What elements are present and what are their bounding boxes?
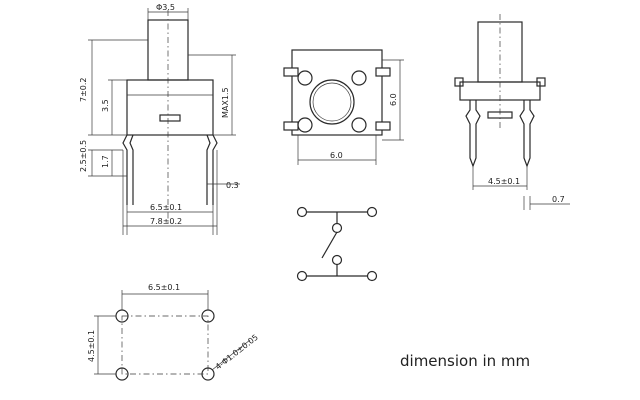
footprint-hole-br [201, 367, 215, 381]
units-caption: dimension in mm [400, 352, 531, 370]
footprint-dim-x: 6.5±0.1 [148, 283, 180, 292]
side-dim-pin-pitch: 2.5±0.5 [79, 140, 88, 172]
top-view: 6.0 6.0 [283, 49, 404, 165]
front-view: 4.5±0.1 0.7 [454, 14, 570, 210]
switch-schematic [296, 206, 378, 282]
top-post-tl [297, 70, 313, 86]
footprint-dim-hole: 4-Φ1.0±0.05 [214, 333, 260, 372]
top-housing [291, 49, 383, 136]
footprint-dim-y: 4.5±0.1 [87, 330, 96, 362]
side-dim-lead-thickness: 0.3 [226, 181, 239, 190]
top-post-bl [297, 117, 313, 133]
side-lead-left [122, 134, 128, 205]
top-post-tr [351, 70, 367, 86]
top-dim-width: 6.0 [330, 151, 343, 160]
side-dim-body-height: 3.5 [101, 99, 110, 112]
top-button-outer [309, 79, 355, 125]
side-view: Φ3.5 7±0.2 3.5 MAX1.5 2.5±0.5 1.7 0.3 6.… [79, 3, 240, 235]
side-dim-top-width: Φ3.5 [156, 3, 175, 12]
side-housing [126, 79, 214, 136]
pcb-footprint: 6.5±0.1 4.5±0.1 4-Φ1.0±0.05 [87, 283, 260, 381]
top-dim-height: 6.0 [389, 93, 398, 106]
front-pin-left [465, 100, 481, 168]
front-pin-right [519, 100, 535, 168]
top-post-br [351, 117, 367, 133]
side-dim-pin-length: 1.7 [101, 155, 110, 168]
side-lead-right [212, 134, 218, 205]
side-slot [159, 114, 181, 122]
side-dim-span-b: 7.8±0.2 [150, 217, 182, 226]
side-dim-span-a: 6.5±0.1 [150, 203, 182, 212]
front-dim-lead: 0.7 [552, 195, 565, 204]
side-dim-overall-height: 7±0.2 [79, 77, 88, 102]
side-dim-max: MAX1.5 [221, 87, 230, 118]
front-dim-pitch: 4.5±0.1 [488, 177, 520, 186]
top-button-inner [312, 82, 352, 122]
